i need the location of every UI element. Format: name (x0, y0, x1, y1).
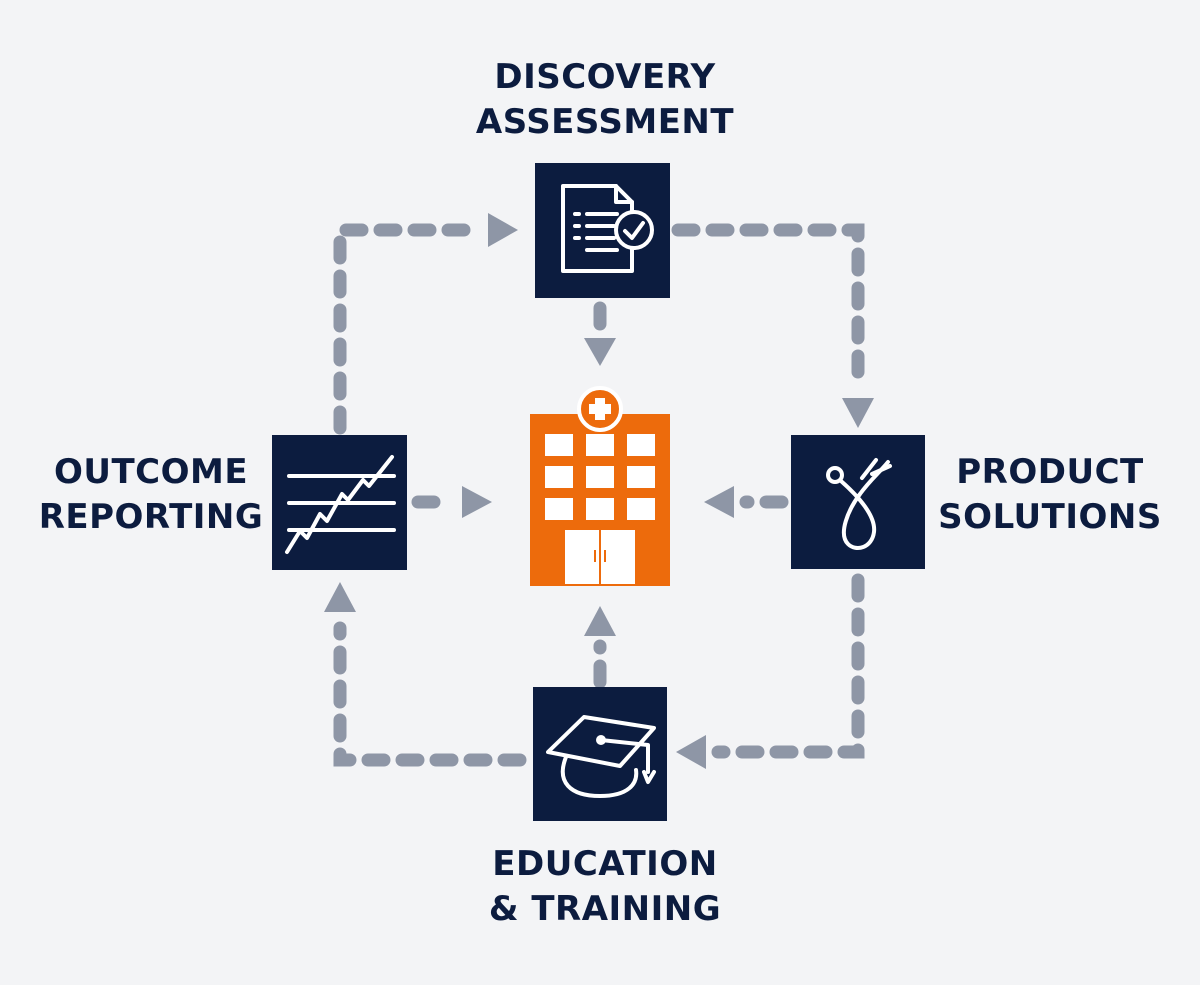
connector-education-to-outcome (333, 621, 527, 767)
product-solutions-label-line2: SOLUTIONS (938, 497, 1162, 537)
hospital-icon (530, 386, 670, 586)
arrowhead-into-discovery (488, 213, 518, 247)
outcome-reporting-label-line2: REPORTING (38, 497, 264, 537)
discovery-assessment-label: DISCOVERY ASSESSMENT (450, 55, 760, 145)
arrowhead-into-education (676, 735, 706, 769)
line-chart-icon (285, 455, 396, 554)
education-training-node (533, 687, 667, 821)
outcome-reporting-node (272, 435, 407, 570)
arrowhead-into-product (842, 398, 874, 428)
discovery-assessment-label-line2: ASSESSMENT (475, 102, 735, 142)
document-check-icon (561, 184, 654, 273)
arrowhead-outcome-to-hub (462, 486, 492, 518)
arrowhead-product-to-hub (704, 486, 734, 518)
hub-arrowheads (462, 338, 734, 636)
product-solutions-label-line1: PRODUCT (956, 452, 1144, 492)
cycle-connectors (333, 223, 865, 767)
connector-product-to-education (711, 573, 865, 759)
connector-discovery-to-product (671, 223, 865, 395)
discovery-assessment-label-line1: DISCOVERY (494, 57, 716, 97)
outcome-reporting-label: OUTCOME REPORTING (20, 450, 282, 540)
arrowhead-discovery-to-hub (584, 338, 616, 366)
catheter-icon (826, 458, 892, 550)
arrowhead-education-to-hub (584, 606, 616, 636)
arrowhead-into-outcome (324, 582, 356, 612)
education-training-label-line1: EDUCATION (492, 844, 718, 884)
graduation-cap-icon (546, 715, 656, 798)
education-training-label-line2: & TRAINING (488, 889, 722, 929)
connector-outcome-to-discovery (333, 223, 485, 435)
hub-connectors (411, 301, 789, 689)
cycle-arrowheads (324, 213, 874, 769)
discovery-assessment-node (535, 163, 670, 298)
education-training-label: EDUCATION & TRAINING (450, 842, 760, 932)
product-solutions-label: PRODUCT SOLUTIONS (930, 450, 1170, 540)
hospital-hub (530, 386, 670, 586)
outcome-reporting-label-line1: OUTCOME (53, 452, 249, 492)
product-solutions-node (791, 435, 925, 569)
